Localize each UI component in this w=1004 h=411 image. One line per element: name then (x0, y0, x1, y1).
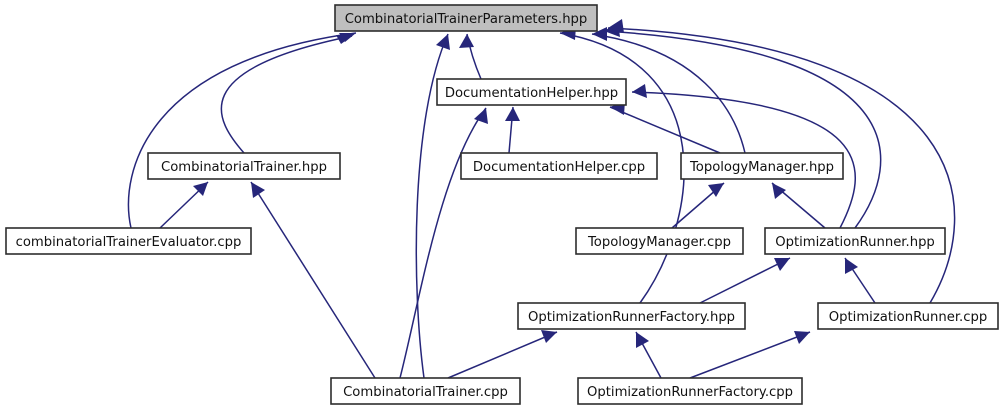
graph-node-dochpp[interactable]: DocumentationHelper.hpp (436, 78, 627, 106)
edge-line (699, 257, 791, 304)
edge-line (220, 35, 353, 154)
graph-node-optfacthpp[interactable]: OptimizationRunnerFactory.hpp (517, 302, 746, 330)
node-box[interactable] (334, 4, 598, 32)
arrowhead-icon (636, 332, 649, 348)
edge-line (591, 33, 746, 154)
edge-optruncpp-to-root (607, 19, 956, 304)
edge-dochpp-to-root (459, 33, 482, 80)
arrowhead-icon (592, 27, 607, 41)
graph-node-optrunhpp[interactable]: OptimizationRunner.hpp (764, 227, 946, 255)
node-box[interactable] (577, 377, 803, 405)
arrowhead-icon (794, 331, 810, 344)
node-label: CombinatorialTrainerParameters.hpp (345, 12, 588, 27)
edge-topohpp-to-root (591, 27, 746, 154)
node-label: DocumentationHelper.hpp (445, 86, 618, 101)
edge-combhpp-to-root (220, 35, 353, 154)
edge-line (603, 30, 882, 229)
graph-node-topocpp[interactable]: TopologyManager.cpp (575, 227, 744, 255)
node-label: CombinatorialTrainer.hpp (161, 160, 327, 175)
edge-line (250, 181, 376, 379)
node-label: OptimizationRunner.cpp (829, 310, 988, 325)
edge-combcpp-to-optfacthpp (447, 330, 558, 379)
edge-line (559, 32, 685, 304)
edge-topohpp-to-dochpp (609, 101, 721, 154)
edge-combcpp-to-dochpp (399, 107, 488, 379)
edge-line (415, 33, 449, 379)
graph-node-root[interactable]: CombinatorialTrainerParameters.hpp (334, 4, 598, 32)
edge-doccpp-to-dochpp (505, 106, 520, 154)
edge-optfactcpp-to-optrunhpp (689, 331, 811, 379)
node-label: OptimizationRunnerFactory.hpp (528, 310, 735, 325)
node-label: CombinatorialTrainer.cpp (343, 385, 508, 400)
node-box[interactable] (817, 302, 999, 330)
edge-line (609, 106, 721, 154)
arrowhead-icon (774, 258, 790, 271)
edge-line (631, 91, 856, 229)
graph-node-topohpp[interactable]: TopologyManager.hpp (680, 152, 844, 180)
nodes-layer: CombinatorialTrainerParameters.hppDocume… (5, 4, 999, 405)
node-label: DocumentationHelper.cpp (473, 160, 645, 175)
edges-layer (127, 19, 956, 379)
node-box[interactable] (460, 152, 658, 180)
arrowhead-icon (436, 34, 450, 50)
graph-node-optruncpp[interactable]: OptimizationRunner.cpp (817, 302, 999, 330)
arrowhead-icon (459, 34, 474, 48)
node-label: OptimizationRunner.hpp (775, 235, 935, 250)
arrowhead-icon (632, 84, 647, 98)
edge-optfactcpp-to-optfacthpp (635, 331, 662, 379)
graph-node-evalcpp[interactable]: combinatorialTrainerEvaluator.cpp (5, 227, 252, 255)
node-box[interactable] (5, 227, 252, 255)
arrowhead-icon (845, 258, 858, 274)
arrowhead-icon (541, 330, 557, 343)
node-box[interactable] (575, 227, 744, 255)
edge-optfacthpp-to-optrunhpp (699, 257, 791, 304)
node-box[interactable] (436, 78, 627, 106)
edge-combcpp-to-combhpp (250, 181, 376, 379)
arrowhead-icon (772, 183, 786, 199)
node-label: TopologyManager.hpp (689, 160, 834, 175)
graph-node-combcpp[interactable]: CombinatorialTrainer.cpp (330, 377, 521, 405)
edge-evalcpp-to-combhpp (159, 181, 209, 229)
node-box[interactable] (147, 152, 341, 180)
node-box[interactable] (764, 227, 946, 255)
edge-line (607, 27, 956, 304)
graph-node-optfactcpp[interactable]: OptimizationRunnerFactory.cpp (577, 377, 803, 405)
edge-line (689, 331, 811, 379)
edge-optruncpp-to-optrunhpp (844, 257, 876, 304)
node-box[interactable] (680, 152, 844, 180)
node-label: TopologyManager.cpp (587, 235, 731, 250)
graph-node-combhpp[interactable]: CombinatorialTrainer.hpp (147, 152, 341, 180)
arrowhead-icon (608, 19, 624, 33)
edge-optrunhpp-to-topohpp (771, 182, 826, 229)
node-label: combinatorialTrainerEvaluator.cpp (16, 235, 242, 250)
graph-node-doccpp[interactable]: DocumentationHelper.cpp (460, 152, 658, 180)
edge-optrunhpp-to-dochpp (631, 84, 856, 229)
node-box[interactable] (517, 302, 746, 330)
arrowhead-icon (505, 107, 520, 121)
edge-optrunhpp-to-root (603, 23, 882, 229)
arrowhead-icon (251, 182, 265, 198)
edge-evalcpp-to-root (127, 32, 357, 229)
node-label: OptimizationRunnerFactory.cpp (587, 385, 793, 400)
arrowhead-icon (474, 108, 488, 124)
edge-line (127, 32, 357, 229)
edge-topocpp-to-topohpp (671, 182, 725, 229)
arrowhead-icon (708, 183, 724, 197)
edge-line (399, 107, 487, 379)
edge-combcpp-to-root (415, 33, 450, 379)
arrowhead-icon (193, 182, 208, 196)
node-box[interactable] (330, 377, 521, 405)
arrowhead-icon (339, 33, 356, 42)
edge-line (447, 331, 558, 379)
